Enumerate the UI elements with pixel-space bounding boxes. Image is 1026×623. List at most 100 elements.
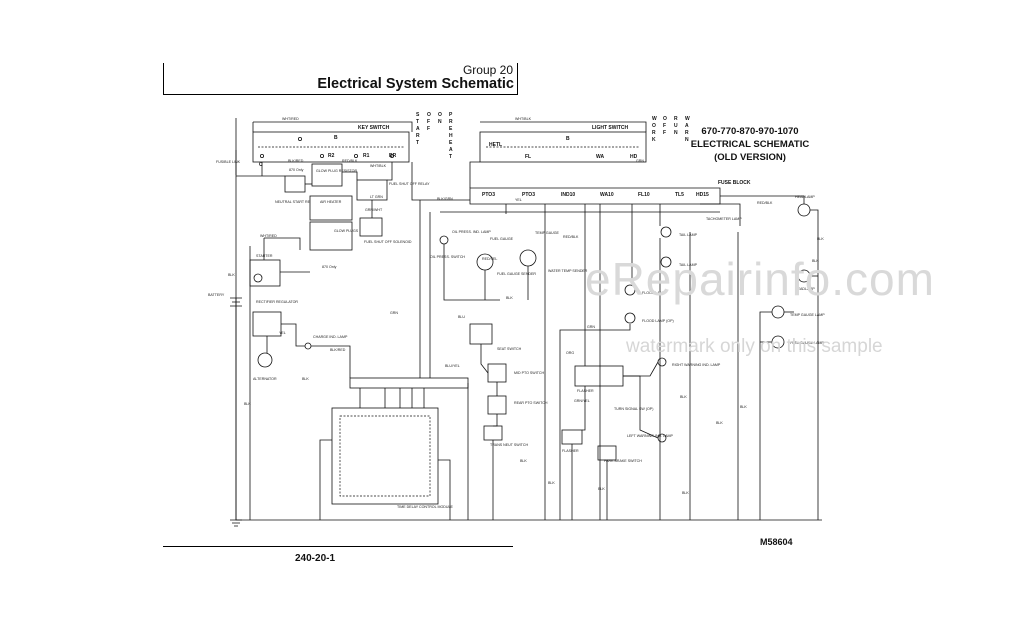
park-brake-switch-box: [597, 445, 617, 461]
fuse-pto3-b: PTO3: [522, 192, 535, 198]
light-switch-label: LIGHT SWITCH: [592, 125, 628, 131]
wire-blk-i: BLK: [716, 421, 723, 425]
wire-grn-a: GRN: [390, 311, 398, 315]
key-switch-position-letter: E: [449, 140, 453, 146]
alternator-label: ALTERNATOR: [253, 377, 277, 381]
charge-ind-lamp-label: CHARGE IND. LAMP: [313, 335, 348, 339]
light-switch-feed: [480, 121, 647, 132]
headlamp-2-label: HEADLAMP: [795, 287, 815, 291]
temp-gauge-label: TEMP GAUGE: [535, 231, 559, 235]
light-switch-position-letter: U: [674, 123, 678, 129]
terminal-b-label: B: [334, 135, 338, 141]
terminal-b: [297, 136, 302, 141]
wire-grn-c: GRN: [636, 159, 644, 163]
key-switch-position-letter: T: [416, 119, 419, 125]
alternator-symbol: [257, 352, 273, 368]
light-switch-position-letter: R: [652, 130, 656, 136]
time-delay-module-inner: [339, 415, 431, 497]
oil-press-ind-lamp-label: OIL PRESS. IND. LAMP: [452, 230, 491, 234]
wire-blu-a: BLU: [458, 315, 465, 319]
footer-rule: [163, 546, 513, 547]
fuse-block-label: FUSE BLOCK: [718, 180, 751, 186]
key-switch-position-letter: T: [449, 154, 452, 160]
key-switch-position-letter: F: [427, 119, 430, 125]
light-switch-terminals: HETL B FL WA HD: [489, 136, 638, 160]
wire-blk-l: BLK: [598, 487, 605, 491]
ground-symbol: [230, 519, 242, 527]
fuse-wa10: WA10: [600, 192, 614, 198]
light-terminal-b: B: [566, 136, 570, 142]
watermark-main: eRepairinfo.com: [585, 253, 935, 305]
wire-blk-c: BLK: [302, 377, 309, 381]
header-rule-right: [517, 63, 518, 95]
light-terminal-wa: WA: [596, 154, 604, 160]
fuse-tl5: TL5: [675, 192, 684, 198]
neutral-start-relay-box: [284, 175, 306, 193]
key-switch-position-letter: O: [427, 112, 431, 118]
light-switch-position-letter: F: [663, 130, 666, 136]
water-temp-sender-label: WATER TEMP SENDER: [548, 269, 588, 273]
tail-lamp-symbol: [660, 226, 672, 238]
wire-blk-grn-a: BLK/GRN: [437, 197, 453, 201]
wire-red-blk-a: RED/BLK: [342, 159, 358, 163]
fusible-link-label: FUSIBLE LINK: [216, 160, 241, 164]
wire-color-labels: BLK/RED RED/BLK WHT/BLK BLK/GRN GRN/WHT …: [228, 159, 824, 495]
wire-wht-blk-a: WHT/BLK: [370, 164, 387, 168]
flood-lamp-symbol: [624, 284, 636, 296]
terminal-r1-label: R1: [363, 153, 370, 159]
flasher-2-label: FLASHER: [562, 449, 579, 453]
fuel-gauge-lamp-label: FUEL GAUGE LAMP: [790, 341, 824, 345]
wire-blk-d: BLK: [506, 296, 513, 300]
fuel-shut-off-solenoid-label: FUEL SHUT OFF SOLENOID: [364, 240, 412, 244]
light-switch-position-letter: O: [652, 123, 656, 129]
trans-neut-switch-box: [483, 425, 503, 441]
light-switch-position-letter: A: [685, 123, 689, 129]
light-switch-position-letter: O: [663, 116, 667, 122]
flood-lamp-op-symbol: [624, 312, 636, 324]
wire-lt-grn-a: LT GRN: [370, 195, 383, 199]
temp-gauge-lamp-label: TEMP GAUGE LAMP: [790, 313, 825, 317]
glow-plugs-label: GLOW PLUGS: [334, 229, 359, 233]
tachometer-lamp-label: TACHOMETER LAMP: [706, 217, 742, 221]
wire-red-blk-b: RED/BLK: [563, 235, 579, 239]
flasher-label: FLASHER: [577, 389, 594, 393]
wire-org-a: ORG: [566, 351, 574, 355]
wire-label-wht-blk: WHT/BLK: [515, 117, 532, 121]
wire-red-blk-c: RED/BLK: [757, 201, 773, 205]
wire-blk-e: BLK: [548, 481, 555, 485]
schematic-title: 670-770-870-970-1070 ELECTRICAL SCHEMATI…: [680, 125, 820, 164]
light-switch-position-letter: R: [685, 130, 689, 136]
light-switch-position-letter: N: [674, 130, 678, 136]
tail-lamp-2-label: TAIL LAMP: [679, 263, 698, 267]
temp-gauge-lamp-symbol: [771, 305, 785, 319]
key-switch-position-letter: O: [438, 112, 442, 118]
wire-blk-red-a: BLK/RED: [288, 159, 304, 163]
key-switch-position-letter: A: [416, 126, 420, 132]
light-switch-position-letter: F: [663, 123, 666, 129]
neutral-start-relay-label: NEUTRAL START RELAY: [275, 200, 317, 204]
harness-connector: [349, 377, 469, 389]
key-switch-position-letter: T: [416, 140, 419, 146]
flood-lamp-op-label: FLOOD LAMP (OP): [642, 319, 674, 323]
rectifier-regulator-label: RECTIFIER REGULATOR: [256, 300, 298, 304]
key-switch-position-letter: R: [416, 133, 420, 139]
fuse-pto3-a: PTO3: [482, 192, 495, 198]
battery-label: BATTERY: [208, 293, 225, 297]
mid-pto-switch-box: [487, 363, 507, 383]
fuel-gauge-sender-label: FUEL GAUGE SENDER: [497, 272, 536, 276]
right-warning-lamp-symbol: [657, 357, 667, 367]
key-switch-position-letter: A: [449, 147, 453, 153]
wire-blk-red-b: BLK/RED: [330, 348, 346, 352]
watermark-sub: watermark only on this sample: [626, 336, 883, 357]
key-switch-position-letter: R: [449, 119, 453, 125]
tail-lamp-label: TAIL LAMP: [679, 233, 698, 237]
key-switch-position-letter: N: [438, 119, 442, 125]
fuse-hd15: HD15: [696, 192, 709, 198]
terminal-r1: [353, 153, 358, 158]
rear-pto-switch-box: [487, 395, 507, 415]
glow-plug-resistor-box: [311, 163, 343, 187]
rectifier-regulator-box: [252, 311, 282, 337]
key-switch-position-letter: E: [449, 126, 453, 132]
